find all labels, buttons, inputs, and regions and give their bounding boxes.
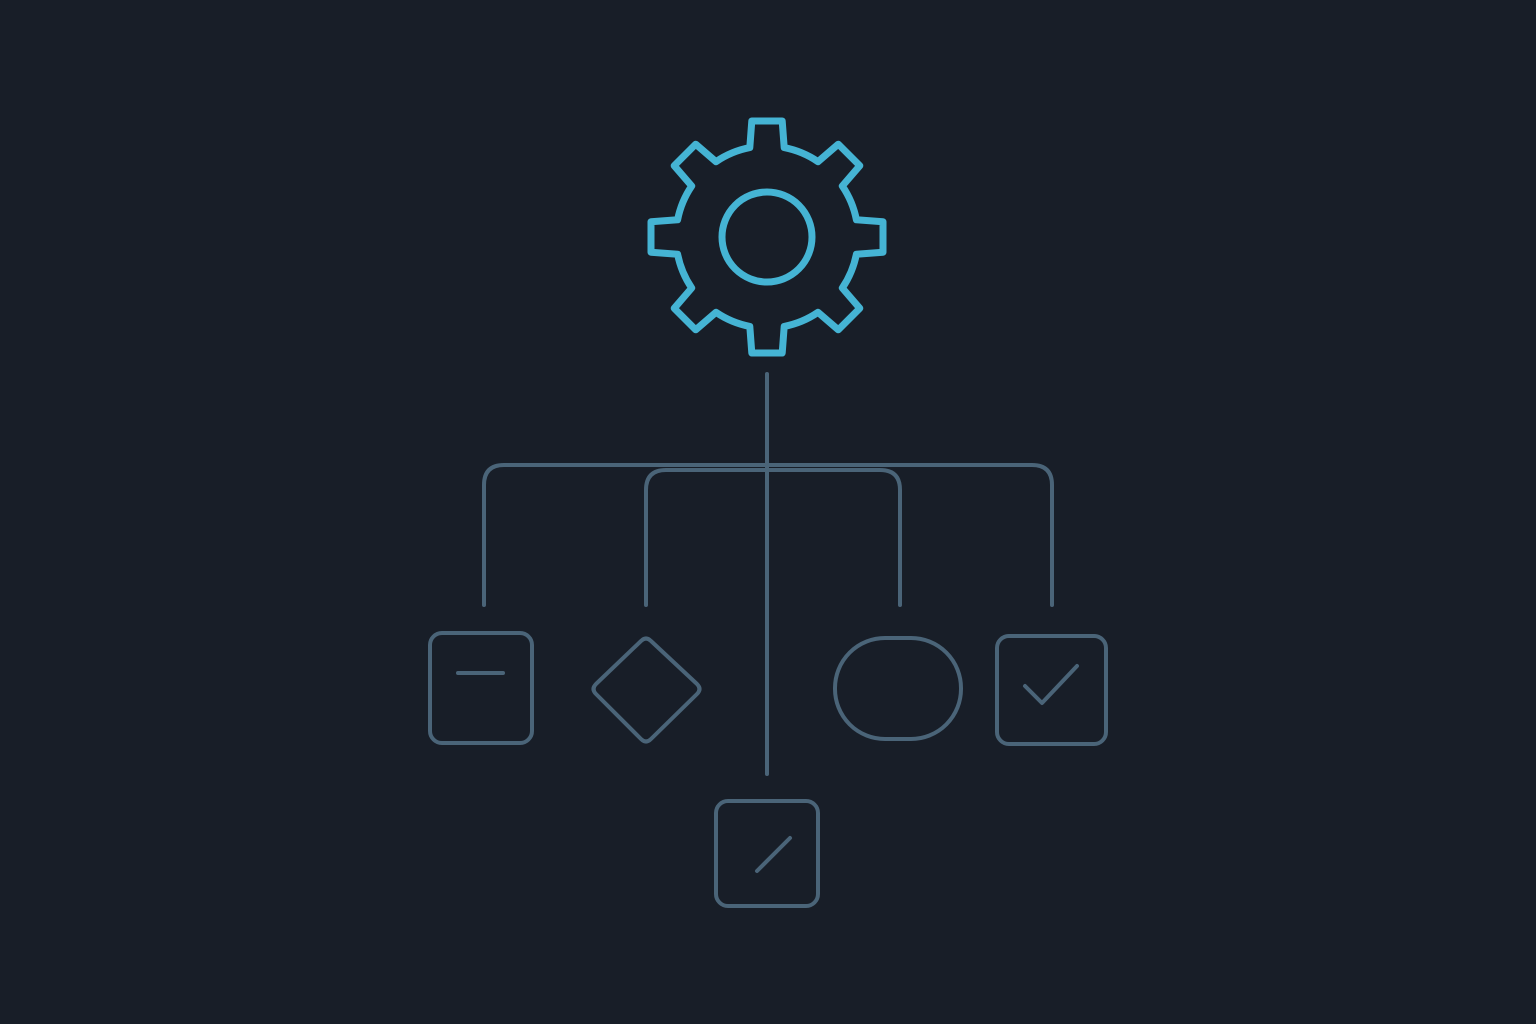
diamond-shape [591, 636, 702, 744]
edit-square-frame [714, 799, 820, 908]
diamond-icon [591, 636, 702, 744]
rounded-oval-shape [833, 636, 963, 741]
branch-connector-mid-left [644, 468, 769, 607]
gear-hub [718, 188, 816, 286]
minus-square-frame [428, 631, 534, 745]
check-mark-icon [1023, 664, 1079, 705]
gear-outline [647, 117, 887, 357]
branch-connector-far-right [765, 463, 1054, 607]
checkbox-frame [995, 634, 1108, 746]
edit-square-icon [714, 799, 820, 908]
branch-connector-far-left [482, 463, 769, 607]
branch-connector-mid-right [765, 468, 902, 607]
checkbox-checked-icon [995, 634, 1108, 746]
connector-lines [482, 372, 1054, 776]
edit-slash-icon [755, 836, 792, 873]
rounded-oval-icon [833, 636, 963, 741]
minus-square-icon [428, 631, 534, 745]
gear-icon [647, 117, 887, 357]
